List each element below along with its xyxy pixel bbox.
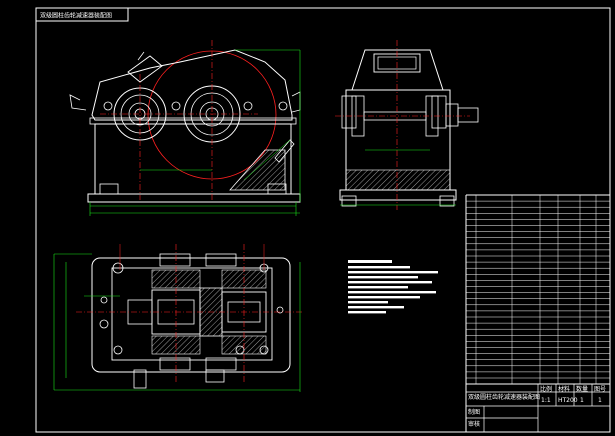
title-block-header-scale: 比例 bbox=[540, 386, 553, 393]
title-block-header-quantity: 数量 bbox=[576, 386, 589, 393]
title-block bbox=[465, 383, 611, 433]
sheet-frame bbox=[35, 7, 611, 433]
front-view bbox=[69, 40, 301, 216]
title-tag-text: 双级圆柱齿轮减速器装配图 bbox=[40, 12, 112, 20]
title-block-reviewer-label: 审核 bbox=[468, 421, 481, 428]
title-block-header-drawing-no: 图号 bbox=[594, 386, 607, 393]
title-block-drafter-label: 制图 bbox=[468, 409, 481, 416]
title-block-value-scale: 1:1 bbox=[541, 397, 551, 404]
technical-notes bbox=[348, 260, 438, 314]
title-block-name: 双级圆柱齿轮减速器装配图 bbox=[468, 394, 541, 401]
title-block-value-material: HT200 bbox=[558, 397, 578, 404]
title-block-value-quantity: 1 bbox=[580, 397, 584, 404]
top-view bbox=[53, 244, 302, 392]
title-block-value-drawing-no: 1 bbox=[598, 397, 602, 404]
side-view bbox=[335, 40, 479, 210]
title-tag: 双级圆柱齿轮减速器装配图 bbox=[35, 7, 129, 22]
parts-list-table bbox=[465, 194, 611, 384]
title-block-header-material: 材料 bbox=[558, 386, 571, 393]
